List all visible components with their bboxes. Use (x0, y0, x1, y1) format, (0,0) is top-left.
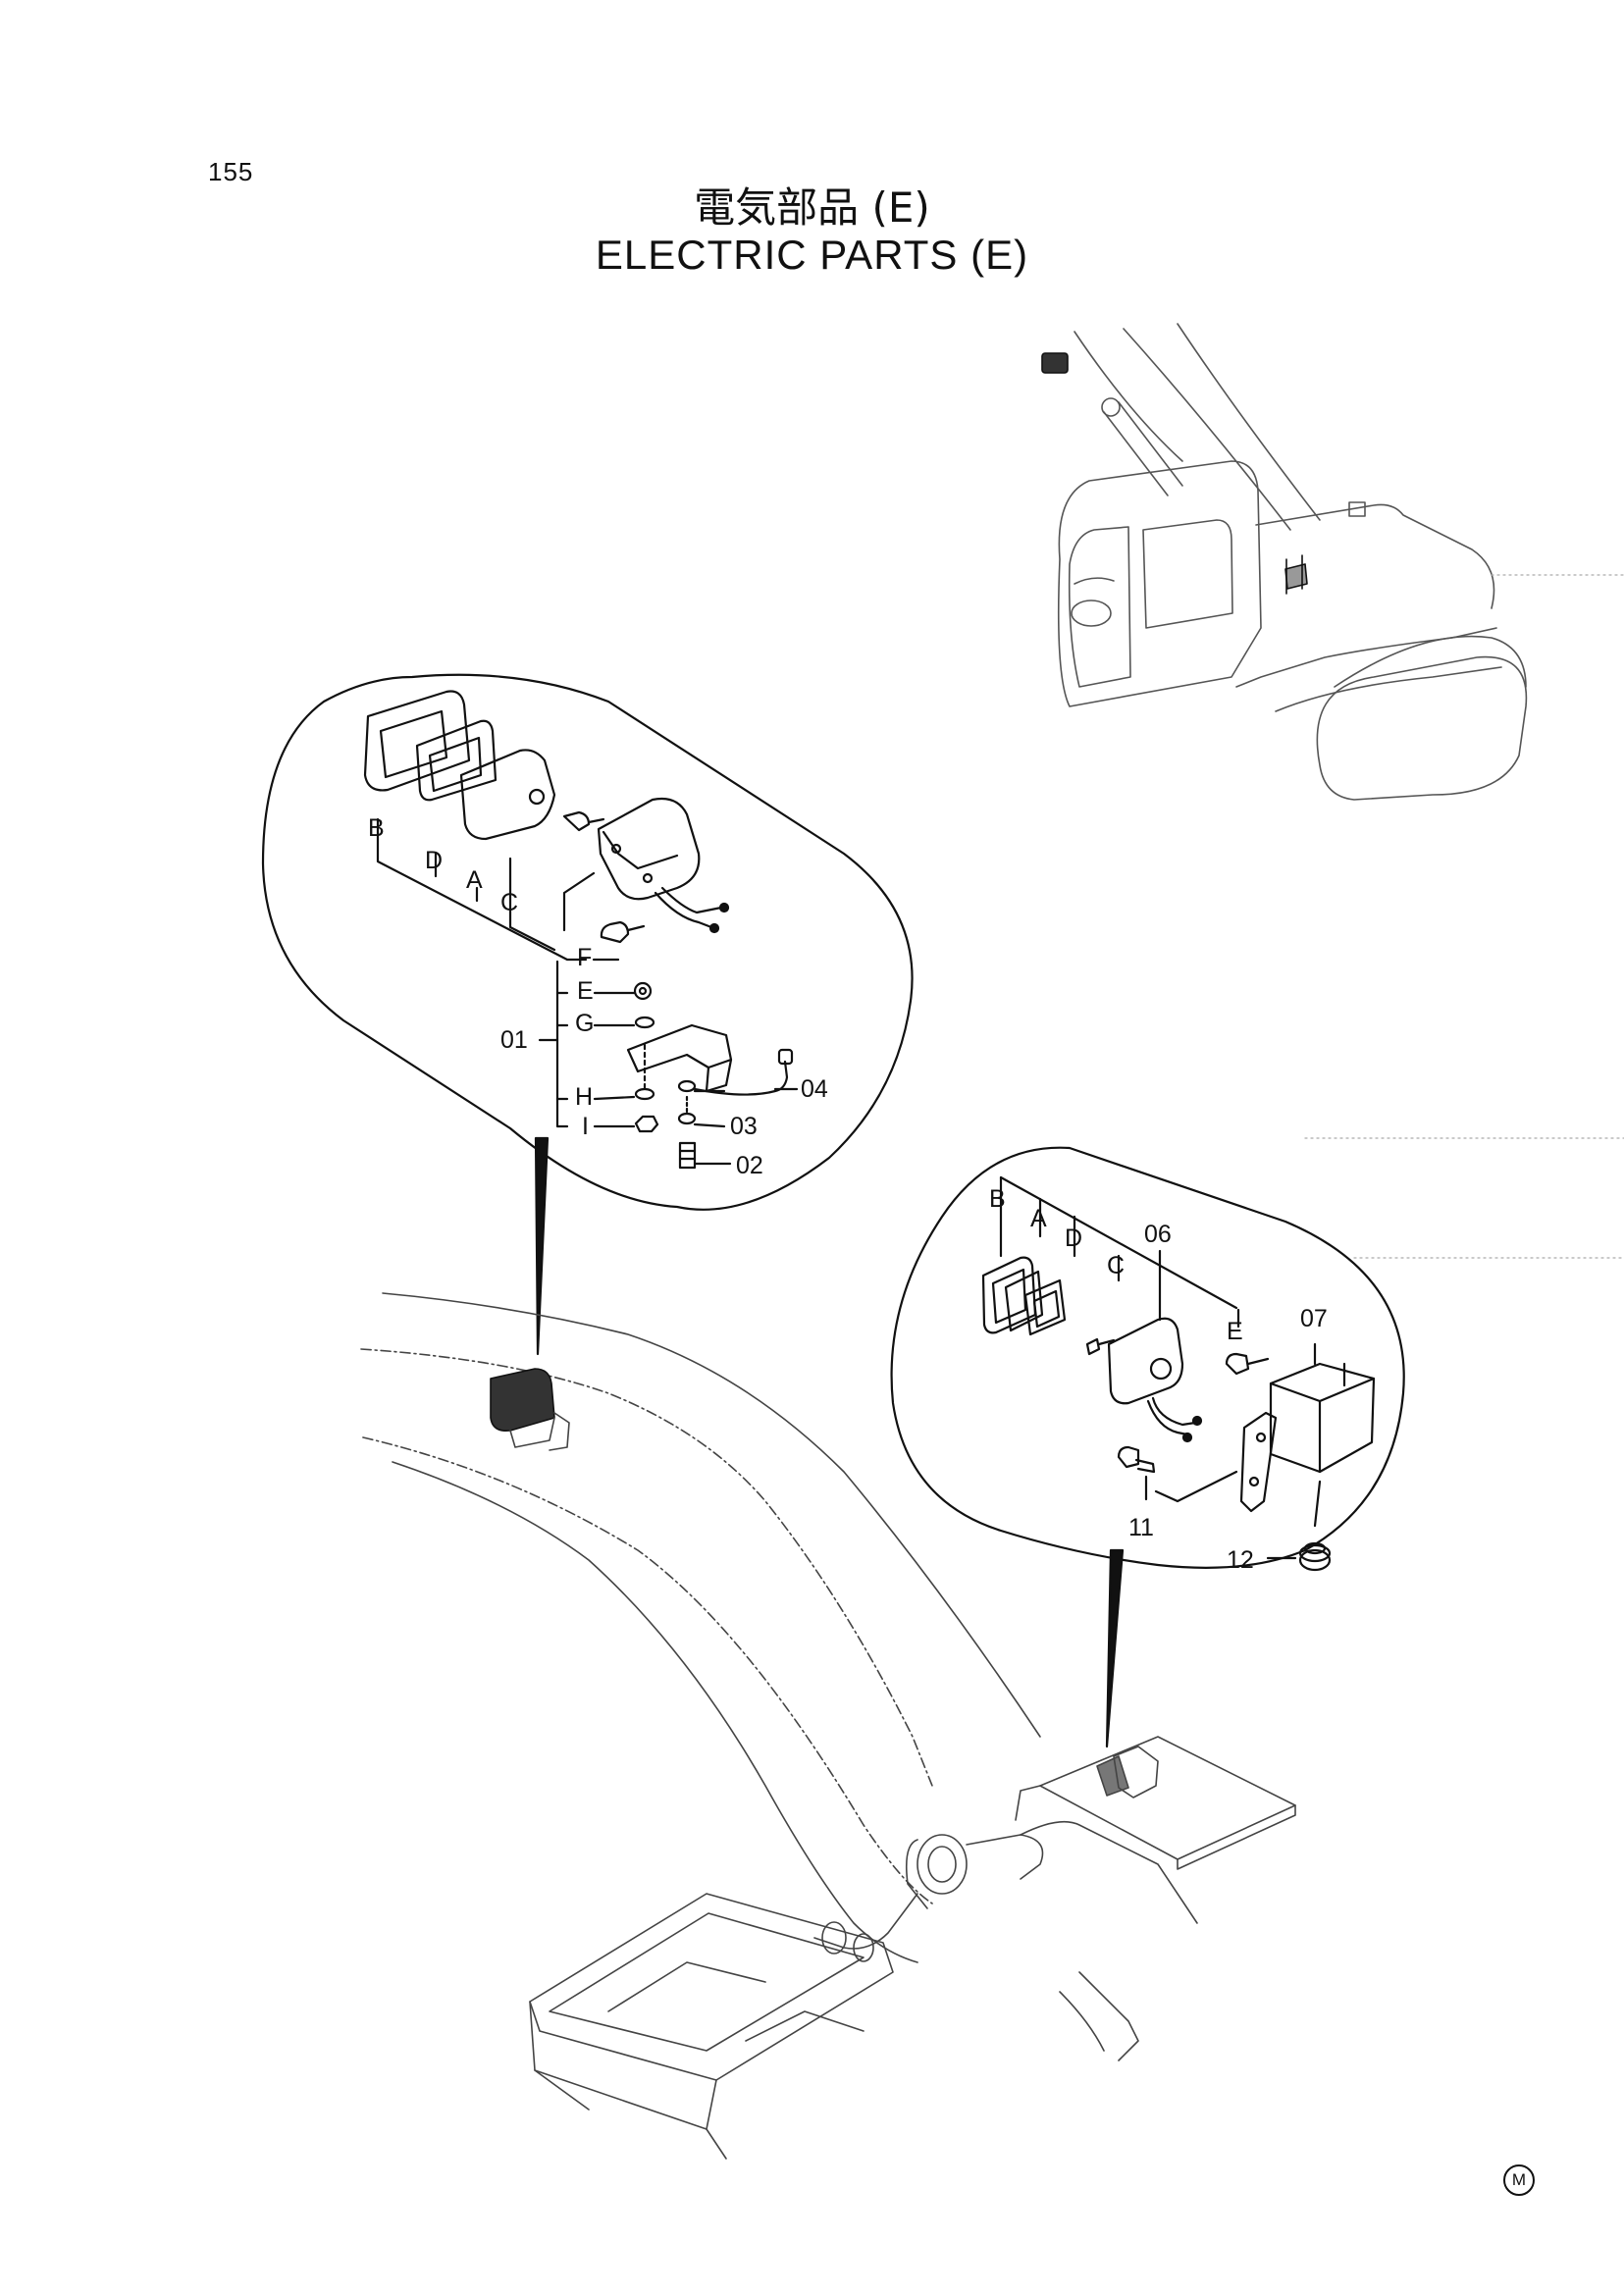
callout-label-B: B (989, 1185, 1006, 1213)
part-number-01: 01 (500, 1026, 528, 1054)
callout-label-C: C (1107, 1252, 1125, 1279)
callout-label-F: F (577, 944, 592, 971)
callout-label-G: G (575, 1010, 594, 1037)
callout-label-E: E (1227, 1318, 1243, 1345)
boom-and-frame-illustration (360, 1292, 1296, 2160)
callout-label-E: E (577, 977, 594, 1005)
page-title-english: ELECTRIC PARTS (E) (595, 232, 1029, 278)
part-number-03: 03 (730, 1113, 758, 1140)
part-number-07: 07 (1300, 1305, 1328, 1332)
callout-label-H: H (575, 1083, 593, 1111)
excavator-overview-illustration (1041, 323, 1528, 801)
rear-light-detail-callout: B A D C 06 E 07 11 12 (890, 1146, 1405, 1748)
part-number-02: 02 (736, 1152, 763, 1179)
callout-label-B: B (368, 814, 385, 842)
part-number-06: 06 (1144, 1221, 1172, 1248)
m-circle-mark: M (1503, 2164, 1535, 2196)
part-number-12: 12 (1227, 1546, 1254, 1574)
callout-label-D: D (1065, 1225, 1082, 1252)
work-light-detail-callout: B D A C F E G 01 H I 04 03 02 (261, 673, 914, 1356)
dotted-guide-lines (1304, 574, 1624, 1259)
part-number-11: 11 (1128, 1514, 1154, 1541)
callout-label-I: I (582, 1113, 589, 1140)
callout-label-A: A (466, 866, 483, 894)
page-number: 155 (208, 157, 254, 186)
part-number-04: 04 (801, 1075, 828, 1103)
page-title-japanese: 電気部品 (E) (694, 183, 930, 232)
callout-label-A: A (1030, 1205, 1047, 1232)
callout-label-D: D (425, 847, 443, 874)
callout-label-C: C (500, 889, 518, 916)
